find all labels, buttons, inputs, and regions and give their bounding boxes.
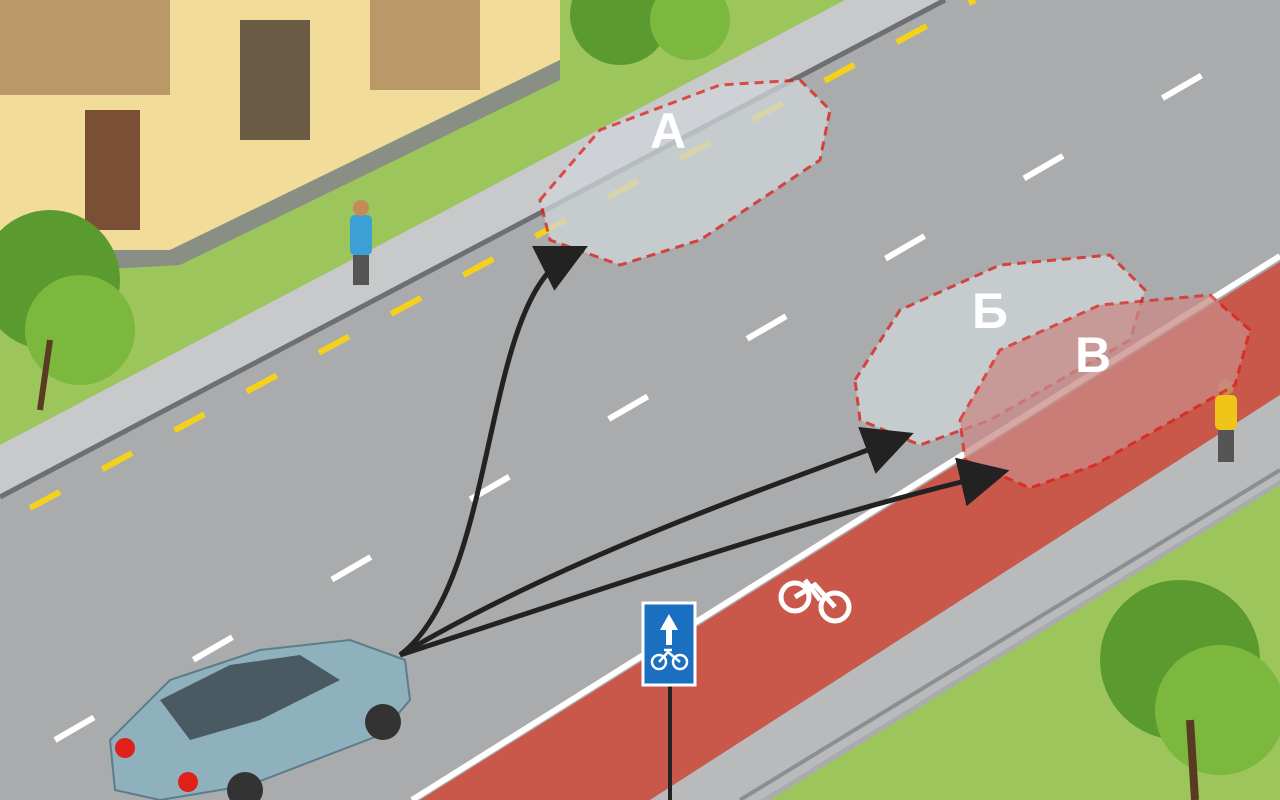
curb-lower (738, 468, 1280, 800)
tree (0, 210, 135, 411)
pedestrian (350, 200, 372, 285)
turn-signal (178, 772, 198, 792)
arrow-up-icon (660, 614, 678, 645)
tree (1100, 580, 1280, 800)
building-window (240, 20, 310, 140)
sidewalk-lower (650, 395, 1280, 800)
bicycle-icon (650, 648, 689, 671)
arrow-to-b (398, 426, 914, 658)
arrow-to-v (399, 457, 1010, 658)
bicycle-lane-marking (778, 578, 852, 624)
tree (570, 0, 730, 65)
main-car (108, 638, 412, 800)
bicycle-lane-sign (641, 601, 697, 800)
turn-signal (115, 738, 135, 758)
building-balcony (0, 0, 170, 95)
car-label-b: Б (972, 283, 1008, 339)
car-label-v: В (1075, 327, 1111, 383)
arrow-to-a (398, 246, 588, 657)
yellow-edge-dashes (28, 0, 977, 511)
car-a-target: А (538, 78, 832, 267)
car-label-a: А (650, 103, 686, 159)
building-door (85, 110, 140, 230)
building-balcony (370, 0, 480, 90)
